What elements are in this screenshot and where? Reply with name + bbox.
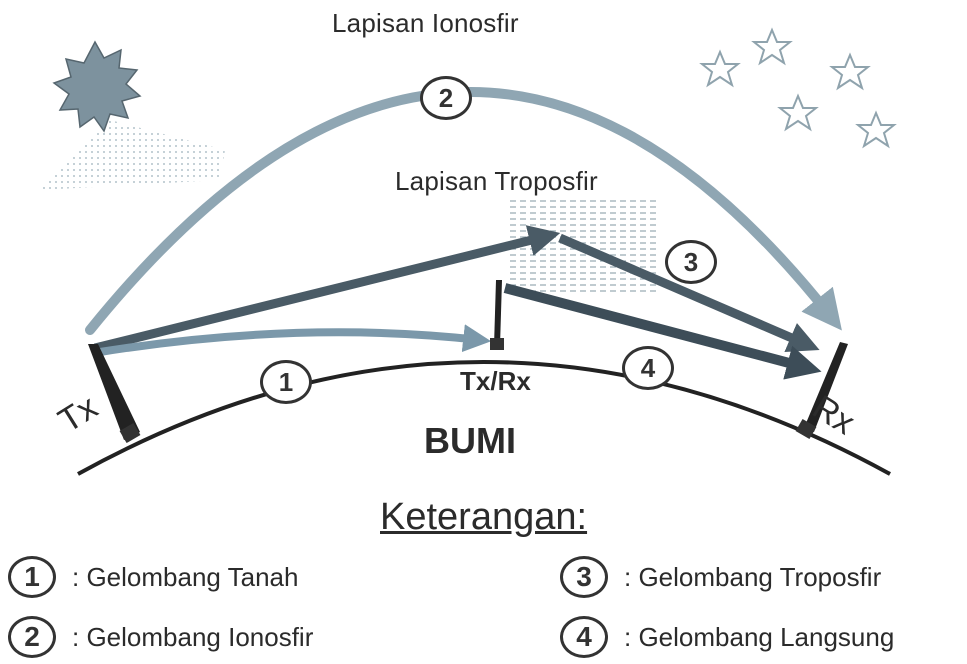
star-icon <box>751 27 793 66</box>
antenna-icon <box>804 342 848 432</box>
legend-badge: 2 <box>8 616 56 658</box>
path-number-3: 3 <box>665 240 717 284</box>
ground-wave <box>99 324 492 356</box>
legend-text: : Gelombang Langsung <box>624 621 895 652</box>
legend-title: Keterangan: <box>380 496 588 538</box>
star-icon <box>777 93 819 132</box>
legend-item-1: 1 : Gelombang Tanah <box>8 556 298 598</box>
stars <box>699 27 897 149</box>
sun-icon <box>52 40 142 133</box>
star-icon <box>855 110 897 149</box>
legend-item-2: 2 : Gelombang Ionosfir <box>8 616 313 658</box>
earth-label: BUMI <box>424 420 516 461</box>
antenna-icon <box>494 280 502 346</box>
legend-badge: 1 <box>8 556 56 598</box>
troposphere-wave-down <box>558 233 820 352</box>
legend-badge: 4 <box>560 616 608 658</box>
ionosphere-label: Lapisan Ionosfir <box>332 8 519 38</box>
txrx-label: Tx/Rx <box>460 366 531 396</box>
legend-text: : Gelombang Troposfir <box>624 561 882 592</box>
path-number-4: 4 <box>622 346 674 390</box>
ionosphere-wave <box>85 87 842 335</box>
star-icon <box>829 52 871 91</box>
legend-text: : Gelombang Tanah <box>72 561 299 592</box>
star-icon <box>699 49 741 88</box>
path-number-2: 2 <box>420 76 472 120</box>
legend-item-3: 3 : Gelombang Troposfir <box>560 556 881 598</box>
antenna-base <box>795 418 817 440</box>
antenna-icon <box>88 344 140 440</box>
direct-wave <box>503 283 822 380</box>
sun-rays-dots <box>40 120 225 190</box>
troposphere-label: Lapisan Troposfir <box>395 166 598 196</box>
legend-badge: 3 <box>560 556 608 598</box>
antenna-base <box>490 338 504 350</box>
antenna-icon <box>119 422 141 444</box>
legend-text: : Gelombang Ionosfir <box>72 621 314 652</box>
earth-surface <box>77 360 891 476</box>
path-number-1: 1 <box>260 360 312 404</box>
legend-item-4: 4 : Gelombang Langsung <box>560 616 894 658</box>
troposphere-wave-up <box>93 225 561 353</box>
